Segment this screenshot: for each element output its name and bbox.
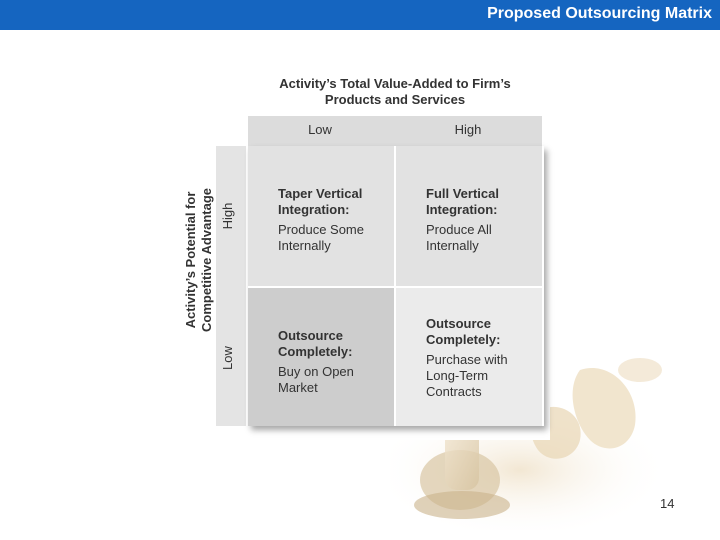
cell-heading: Full Vertical Integration:	[426, 186, 499, 217]
matrix-grid: Taper Vertical Integration: Produce Some…	[248, 146, 544, 426]
row-header-band	[216, 146, 246, 426]
outsourcing-matrix-figure: Activity’s Total Value-Added to Firm’s P…	[180, 70, 550, 440]
cell-outsource-long-term-contracts: Outsource Completely: Purchase with Long…	[394, 286, 542, 426]
column-axis-title: Activity’s Total Value-Added to Firm’s P…	[279, 76, 511, 107]
slide-title: Proposed Outsourcing Matrix	[487, 5, 712, 22]
cell-heading: Outsource Completely:	[278, 328, 353, 359]
cell-full-vertical-integration: Full Vertical Integration: Produce All I…	[394, 146, 542, 286]
cell-heading: Outsource Completely:	[426, 316, 501, 347]
cell-body: Produce All Internally	[426, 222, 492, 253]
row-label-low: Low	[220, 346, 235, 370]
cell-body: Buy on Open Market	[278, 364, 354, 395]
cell-outsource-open-market: Outsource Completely: Buy on Open Market	[248, 286, 396, 426]
row-label-high: High	[220, 202, 235, 230]
page-number: 14	[660, 496, 675, 511]
column-header-band	[248, 116, 542, 146]
column-label-low: Low	[308, 122, 332, 137]
cell-body: Purchase with Long-Term Contracts	[426, 352, 508, 399]
row-axis-title: Activity’s Potential for Competitive Adv…	[183, 188, 214, 332]
column-label-high: High	[454, 122, 482, 137]
cell-heading: Taper Vertical Integration:	[278, 186, 363, 217]
cell-taper-vertical-integration: Taper Vertical Integration: Produce Some…	[248, 146, 396, 286]
cell-body: Produce Some Internally	[278, 222, 364, 253]
title-bar: Proposed Outsourcing Matrix	[0, 0, 720, 30]
